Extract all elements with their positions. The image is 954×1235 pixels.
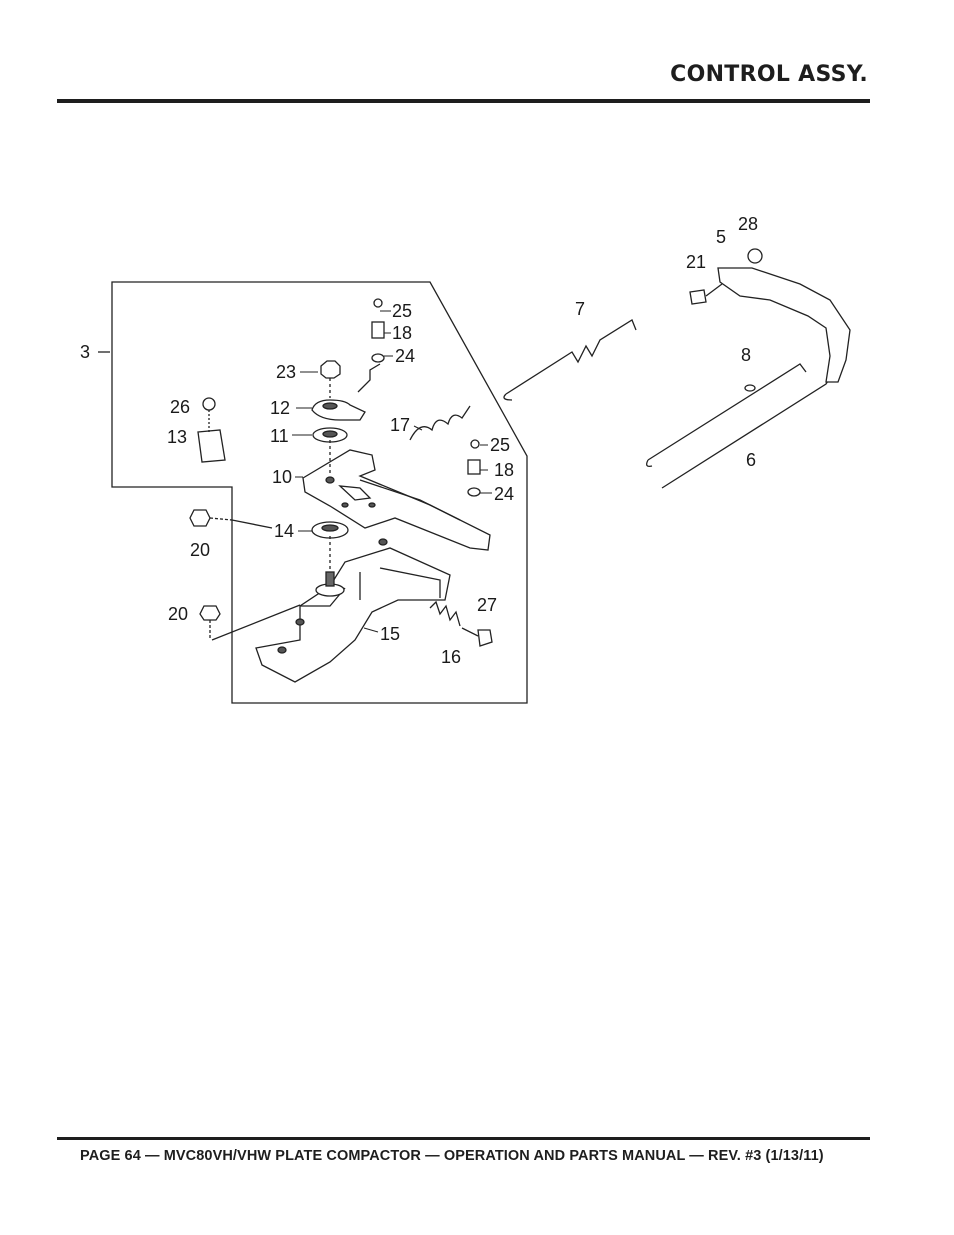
nut-part (320, 360, 341, 379)
page-title: CONTROL ASSY. (670, 62, 868, 87)
callout-17: 17 (390, 415, 410, 435)
callout-14: 14 (274, 521, 294, 541)
callout-26: 26 (170, 397, 190, 417)
callout-12: 12 (270, 398, 290, 418)
callout-20: 20 (168, 604, 188, 624)
callout-23: 23 (276, 362, 296, 382)
callout-25: 25 (392, 301, 412, 321)
callout-13: 13 (167, 427, 187, 447)
callout-28: 28 (738, 214, 758, 234)
callout-16: 16 (441, 647, 461, 667)
callout-6: 6 (746, 450, 756, 470)
callout-25: 25 (490, 435, 510, 455)
callout-11: 11 (270, 426, 289, 446)
control-rod-part (647, 363, 807, 461)
control-lever-part (302, 449, 491, 551)
page-footer: PAGE 64 — MVC80VH/VHW PLATE COMPACTOR — … (80, 1148, 824, 1164)
bracket-part (197, 429, 226, 463)
callout-10: 10 (272, 467, 292, 487)
base-plate-part (255, 547, 451, 683)
callout-8: 8 (741, 345, 751, 365)
callout-24: 24 (494, 484, 514, 504)
callout-7: 7 (575, 299, 585, 319)
control-handle-part (717, 267, 851, 383)
throttle-cable-part (505, 319, 637, 395)
callout-18: 18 (392, 323, 412, 343)
footer-rule (57, 1137, 870, 1140)
return-spring-part (409, 405, 471, 441)
callout-5: 5 (716, 227, 726, 247)
callout-20: 20 (190, 540, 210, 560)
assembly-group-outline (111, 281, 528, 704)
callout-3: 3 (80, 342, 90, 362)
callout-18: 18 (494, 460, 514, 480)
adjust-spring-part (429, 600, 461, 627)
callout-27: 27 (477, 595, 497, 615)
throttle-plate-part (311, 399, 366, 421)
callout-21: 21 (686, 252, 706, 272)
header-rule (57, 99, 870, 103)
callout-15: 15 (380, 624, 400, 644)
callout-24: 24 (395, 346, 415, 366)
